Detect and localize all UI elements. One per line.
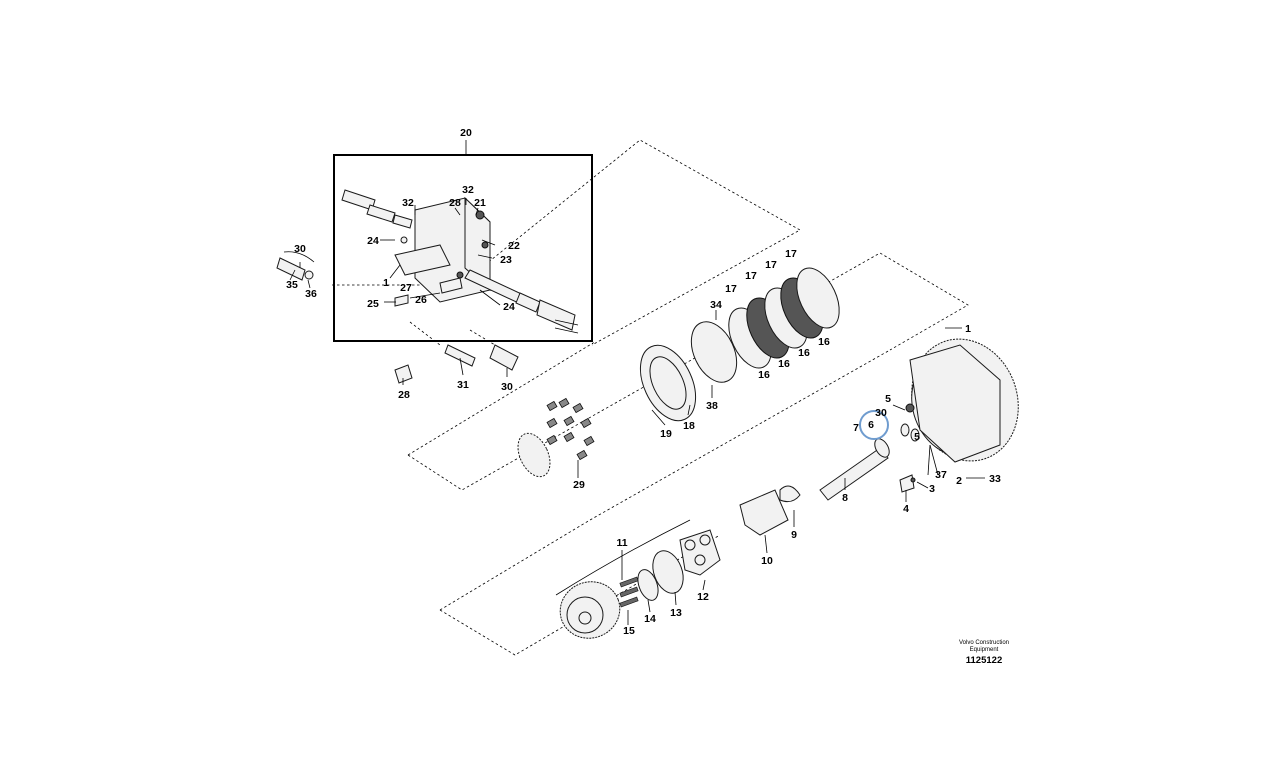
label-12: 12 — [697, 591, 709, 603]
label-1-inset: 1 — [383, 277, 389, 289]
label-24-left: 24 — [367, 235, 379, 247]
label-26: 26 — [415, 294, 427, 306]
label-13: 13 — [670, 607, 682, 619]
label-7: 7 — [853, 422, 859, 434]
label-15: 15 — [623, 625, 635, 637]
label-8: 8 — [842, 492, 848, 504]
label-20: 20 — [460, 127, 472, 139]
label-30-housing: 30 — [875, 407, 887, 419]
label-17-a: 17 — [725, 283, 737, 295]
label-16-b: 16 — [778, 358, 790, 370]
label-32-top: 32 — [462, 184, 474, 196]
label-29: 29 — [573, 479, 585, 491]
label-21: 21 — [474, 197, 486, 209]
document-number: 1125122 — [966, 655, 1002, 666]
credit-line-2: Equipment — [970, 647, 999, 653]
label-14: 14 — [644, 613, 656, 625]
label-27: 27 — [400, 282, 412, 294]
valve-assembly-box — [333, 154, 593, 342]
label-23: 23 — [500, 254, 512, 266]
label-9: 9 — [791, 529, 797, 541]
label-11: 11 — [616, 537, 627, 549]
label-28-bottom: 28 — [398, 389, 410, 401]
label-24-right: 24 — [503, 301, 515, 313]
label-10: 10 — [761, 555, 773, 567]
lower-valve-parts — [394, 321, 519, 384]
label-36: 36 — [305, 288, 317, 300]
label-17-b: 17 — [745, 270, 757, 282]
valve-block — [341, 189, 579, 334]
label-30-bottom: 30 — [501, 381, 513, 393]
label-19: 19 — [660, 428, 672, 440]
label-32-left: 32 — [402, 197, 414, 209]
label-35: 35 — [286, 279, 298, 291]
callout-labels: 20 30 35 36 32 32 28 21 24 22 23 1 27 25… — [286, 127, 1001, 637]
fitting-30 — [276, 251, 315, 281]
label-2: 2 — [956, 475, 962, 487]
label-1-housing: 1 — [965, 323, 971, 335]
label-18: 18 — [683, 420, 695, 432]
label-16-a: 16 — [758, 369, 770, 381]
label-37: 37 — [935, 469, 947, 481]
label-33: 33 — [989, 473, 1001, 485]
label-30-top: 30 — [294, 243, 306, 255]
label-6: 6 — [868, 419, 874, 431]
label-28-inset: 28 — [449, 197, 461, 209]
motor-housing — [909, 338, 1019, 463]
label-22: 22 — [508, 240, 520, 252]
label-3: 3 — [929, 483, 935, 495]
label-17-d: 17 — [785, 248, 797, 260]
label-16-d: 16 — [818, 336, 830, 348]
highlight-circle — [859, 410, 889, 440]
label-25: 25 — [367, 298, 379, 310]
leader-lines — [289, 198, 985, 625]
label-4: 4 — [903, 503, 909, 515]
label-17-c: 17 — [765, 259, 777, 271]
label-34: 34 — [710, 299, 722, 311]
label-5-right: 5 — [914, 431, 920, 443]
label-16-c: 16 — [798, 347, 810, 359]
brake-discs — [639, 267, 840, 422]
label-31: 31 — [457, 379, 469, 391]
drive-shaft — [739, 403, 920, 536]
credit-line-1: Volvo Construction — [959, 640, 1009, 646]
credit-block: Volvo Construction Equipment 1125122 — [959, 640, 1009, 666]
label-5-top: 5 — [885, 393, 891, 405]
label-38: 38 — [706, 400, 718, 412]
pistons-29 — [517, 397, 595, 478]
planetary-gears — [555, 519, 721, 639]
